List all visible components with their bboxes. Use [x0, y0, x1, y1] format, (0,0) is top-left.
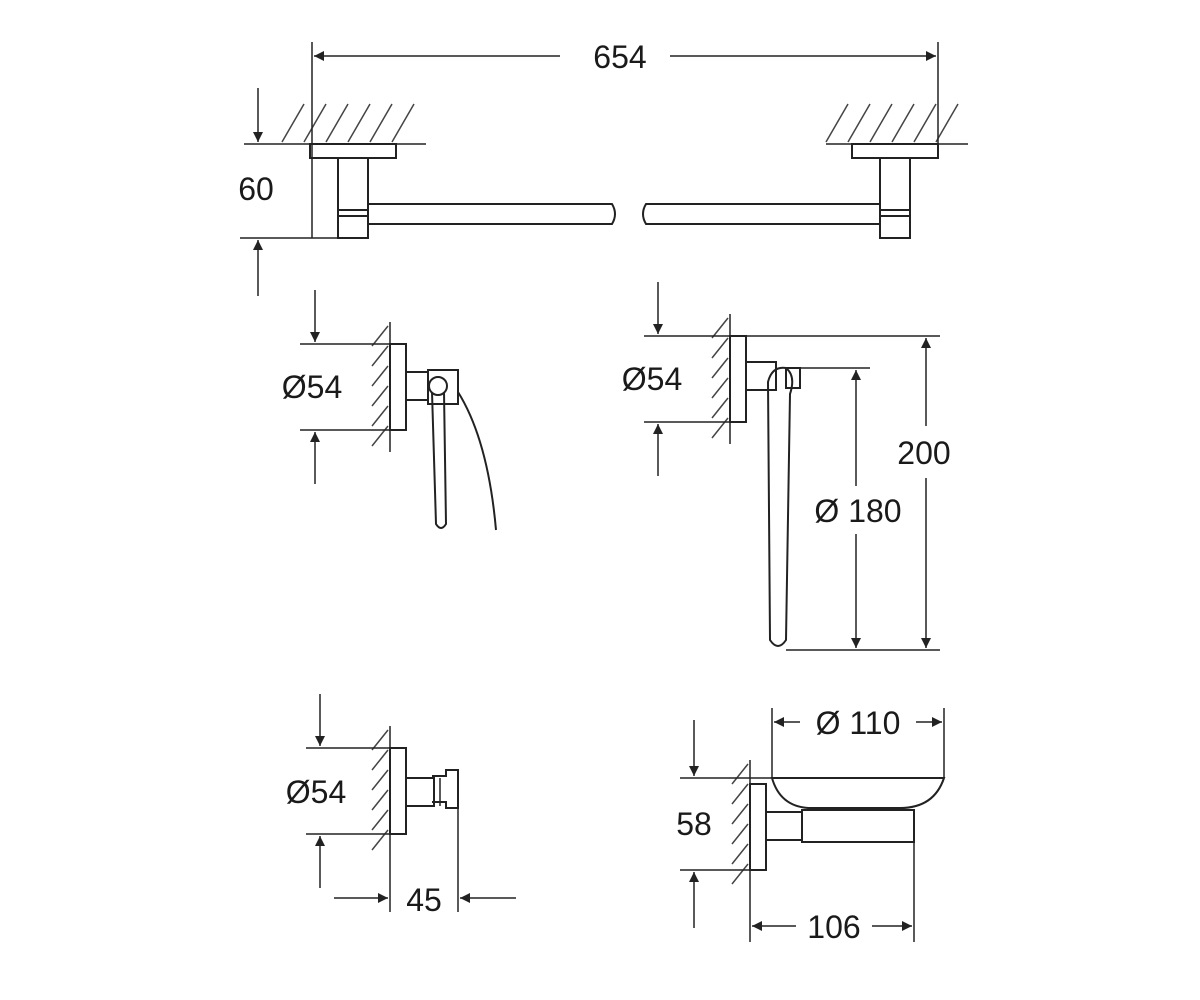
dimension-paper-holder-54: Ø54	[282, 290, 390, 484]
dimension-60: 60	[238, 88, 338, 296]
right-bar-support	[851, 143, 939, 239]
dimension-45: 45	[334, 808, 516, 918]
dimension-200: 200	[746, 335, 951, 651]
soap-dish-rosette	[749, 783, 767, 871]
towel-ring-rosette	[729, 335, 747, 423]
robe-hook-diameter-label: Ø54	[286, 774, 346, 810]
dimension-180: Ø 180	[786, 367, 902, 651]
robe-hook-wall	[371, 726, 391, 856]
dimension-robe-hook-54: Ø54	[286, 694, 390, 888]
robe-hook-drawing: Ø54 45	[286, 694, 516, 918]
robe-hook-projection-label: 45	[406, 882, 442, 918]
soap-dish-drawing: Ø 110 58 106	[676, 705, 946, 945]
towel-ring-height-label: 200	[897, 435, 950, 471]
robe-hook-rosette	[389, 747, 407, 835]
dimension-110: Ø 110	[771, 705, 945, 778]
soap-dish-height-label: 58	[676, 806, 712, 842]
towel-bar-rail	[368, 203, 880, 225]
robe-hook-knob	[432, 769, 459, 809]
dimension-106: 106	[749, 842, 915, 945]
dimension-654: 654	[311, 39, 939, 238]
paper-holder-wall	[371, 322, 391, 452]
soap-dish-projection-label: 106	[807, 909, 860, 945]
paper-holder-drawing: Ø54	[282, 290, 497, 531]
towel-bar-projection-label: 60	[238, 171, 274, 207]
paper-holder-arm	[431, 391, 448, 529]
towel-bar-length-label: 654	[593, 39, 646, 75]
left-bar-support	[309, 143, 397, 239]
soap-dish-diameter-label: Ø 110	[816, 705, 901, 741]
towel-ring-drawing: Ø54 Ø 180 200	[622, 282, 951, 651]
paper-holder-curve	[457, 391, 497, 531]
soap-dish-bowl	[770, 777, 946, 809]
paper-holder-diameter-label: Ø54	[282, 369, 342, 405]
towel-ring-diameter-label: Ø 180	[814, 493, 901, 529]
paper-holder-rosette	[389, 343, 407, 431]
left-wall-hatch	[281, 103, 426, 145]
dimension-58: 58	[676, 720, 772, 928]
towel-ring-wall	[711, 314, 731, 444]
towel-ring-rosette-label: Ø54	[622, 361, 682, 397]
towel-ring-loop	[766, 366, 794, 647]
soap-dish-holder	[801, 809, 915, 843]
soap-dish-wall	[731, 760, 751, 892]
towel-bar-drawing: 654 60	[238, 39, 968, 296]
dimension-towel-ring-54: Ø54	[622, 282, 730, 476]
right-wall-hatch	[825, 103, 968, 145]
